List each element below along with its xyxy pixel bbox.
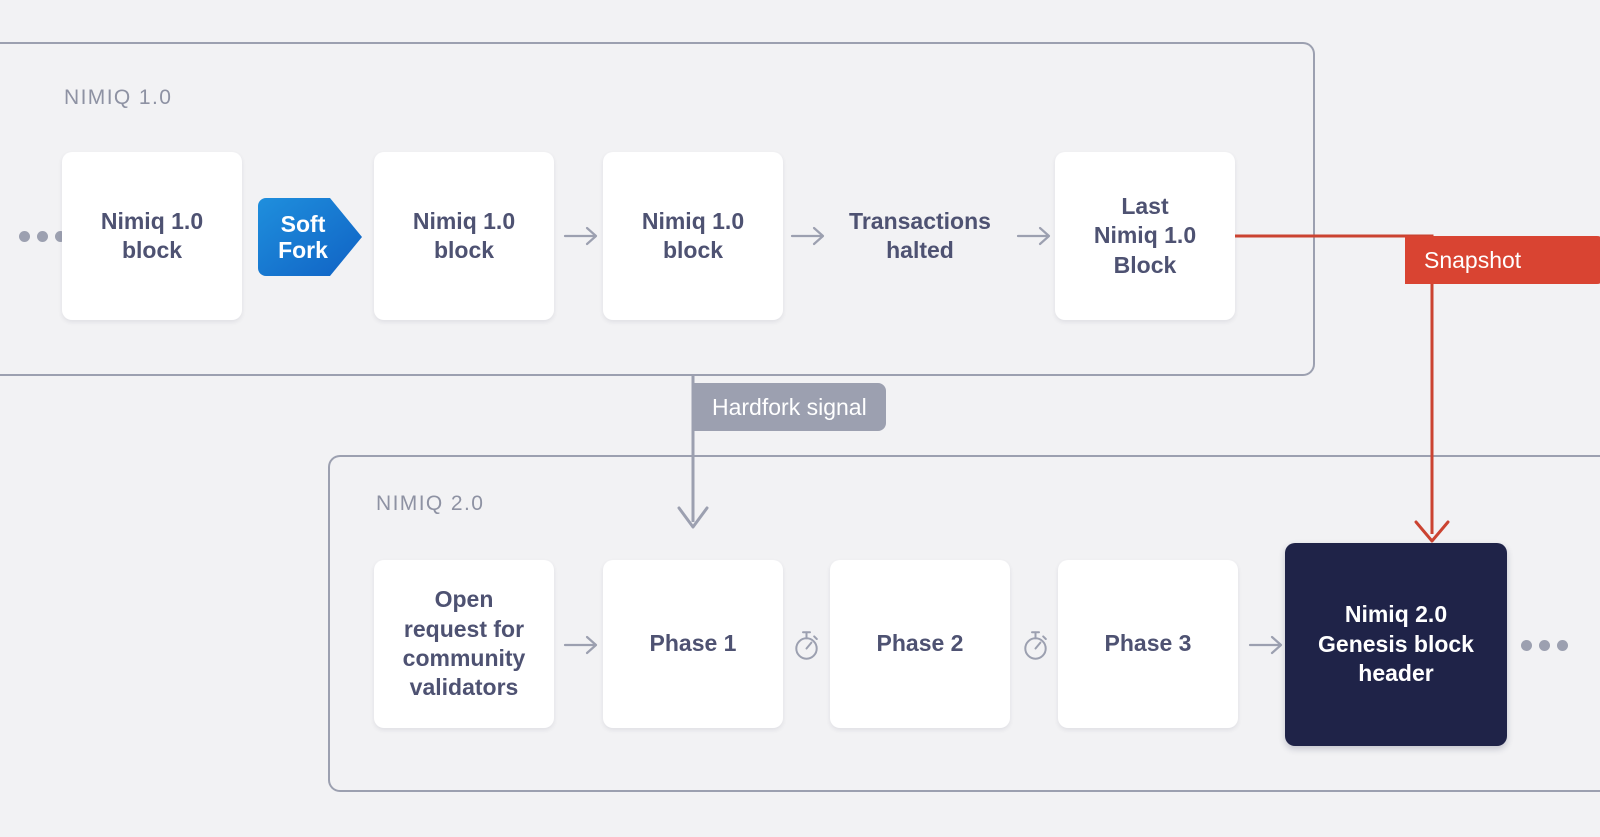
ellipsis-icon-leading [19,231,66,242]
block-last-nimiq-1[interactable]: Last Nimiq 1.0 Block [1055,152,1235,320]
label-transactions-halted: Transactions halted [849,207,991,263]
arrow-right-icon-3 [1016,223,1056,249]
stopwatch-icon-2 [1021,629,1051,661]
group-label-nimiq-2: NIMIQ 2.0 [376,492,485,515]
group-nimiq-1 [0,42,1315,376]
block-phase-1[interactable]: Phase 1 [603,560,783,728]
block-nimiq-2-genesis[interactable]: Nimiq 2.0 Genesis block header [1285,543,1507,746]
arrow-right-icon-2 [790,223,830,249]
arrow-right-icon-1 [563,223,603,249]
arrow-right-icon-5 [1248,632,1288,658]
block-nimiq-1-c[interactable]: Nimiq 1.0 block [603,152,783,320]
arrow-right-icon-4 [563,632,603,658]
snapshot-label: Snapshot [1405,236,1600,284]
group-label-nimiq-1: NIMIQ 1.0 [64,86,173,109]
ellipsis-icon-trailing [1521,640,1568,651]
block-phase-3[interactable]: Phase 3 [1058,560,1238,728]
soft-fork-badge[interactable]: Soft Fork [258,198,362,276]
block-phase-2[interactable]: Phase 2 [830,560,1010,728]
hardfork-signal-label: Hardfork signal [693,383,886,431]
group-nimiq-2 [328,455,1600,792]
block-nimiq-1-a[interactable]: Nimiq 1.0 block [62,152,242,320]
block-nimiq-1-b[interactable]: Nimiq 1.0 block [374,152,554,320]
block-open-request[interactable]: Open request for community validators [374,560,554,728]
stopwatch-icon-1 [792,629,822,661]
